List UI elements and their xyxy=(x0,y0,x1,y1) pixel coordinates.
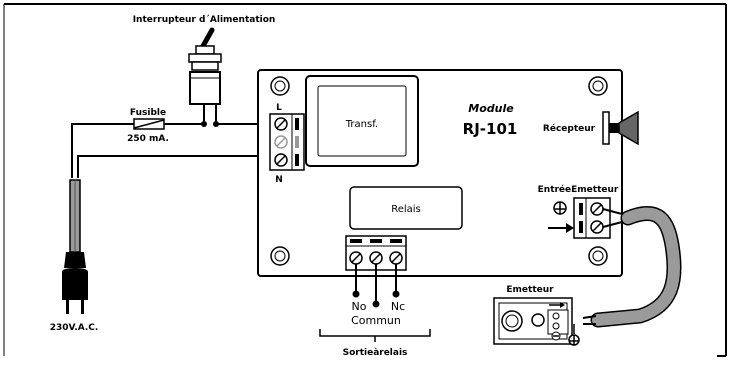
receiver: Récepteur xyxy=(543,110,639,146)
mount-screw-tl xyxy=(270,76,290,96)
mains-wires xyxy=(69,123,276,253)
transformer-label: Transf. xyxy=(345,119,378,130)
relay: Relais xyxy=(349,186,463,230)
terminal-n-label: N xyxy=(275,175,283,185)
relay-label: Relais xyxy=(391,204,421,215)
module-word: Module xyxy=(468,102,514,115)
fuse-label: Fusible xyxy=(130,108,166,118)
mains-terminal-block: L N xyxy=(269,103,305,185)
terminal-l-label: L xyxy=(276,103,282,113)
diagram-frame xyxy=(3,3,727,357)
mount-screw-bl xyxy=(270,246,290,266)
minus-icon xyxy=(551,331,561,341)
transmitter-input-label: EntréeEmetteur xyxy=(538,184,619,195)
transmitter-label: Emetteur xyxy=(506,285,554,295)
contact-no-label: No xyxy=(352,300,367,313)
common-label: Commun xyxy=(351,314,401,327)
transmitter-cable xyxy=(582,206,682,328)
ground-icon xyxy=(553,201,567,215)
transmitter-ground-icon xyxy=(568,324,580,346)
mount-screw-br xyxy=(588,246,608,266)
relay-output-wires: No Nc Commun Sortieàrelais xyxy=(319,264,431,358)
module-model: RJ-101 xyxy=(463,120,518,138)
transmitter-arrow-icon xyxy=(549,302,565,308)
contact-nc-label: Nc xyxy=(391,300,405,313)
transformer: Transf. xyxy=(305,75,419,167)
module-board: Transf. Relais Module RJ-101 L N xyxy=(257,69,623,277)
power-switch: Interrupteur d´Alimentation xyxy=(133,14,276,127)
mount-screw-tr xyxy=(588,76,608,96)
voltage-label: 230V.A.C. xyxy=(50,323,99,333)
transmitter: Emetteur xyxy=(493,285,580,346)
mains-plug: 230V.A.C. xyxy=(50,252,99,333)
arrow-right-icon xyxy=(548,223,574,233)
receiver-label: Récepteur xyxy=(543,123,596,134)
fuse: Fusible 250 mA. xyxy=(127,108,169,144)
fuse-rating: 250 mA. xyxy=(127,134,169,144)
transmitter-input-terminal: EntréeEmetteur xyxy=(538,184,619,239)
power-switch-label: Interrupteur d´Alimentation xyxy=(133,14,276,25)
relay-output-label: Sortieàrelais xyxy=(343,348,408,358)
